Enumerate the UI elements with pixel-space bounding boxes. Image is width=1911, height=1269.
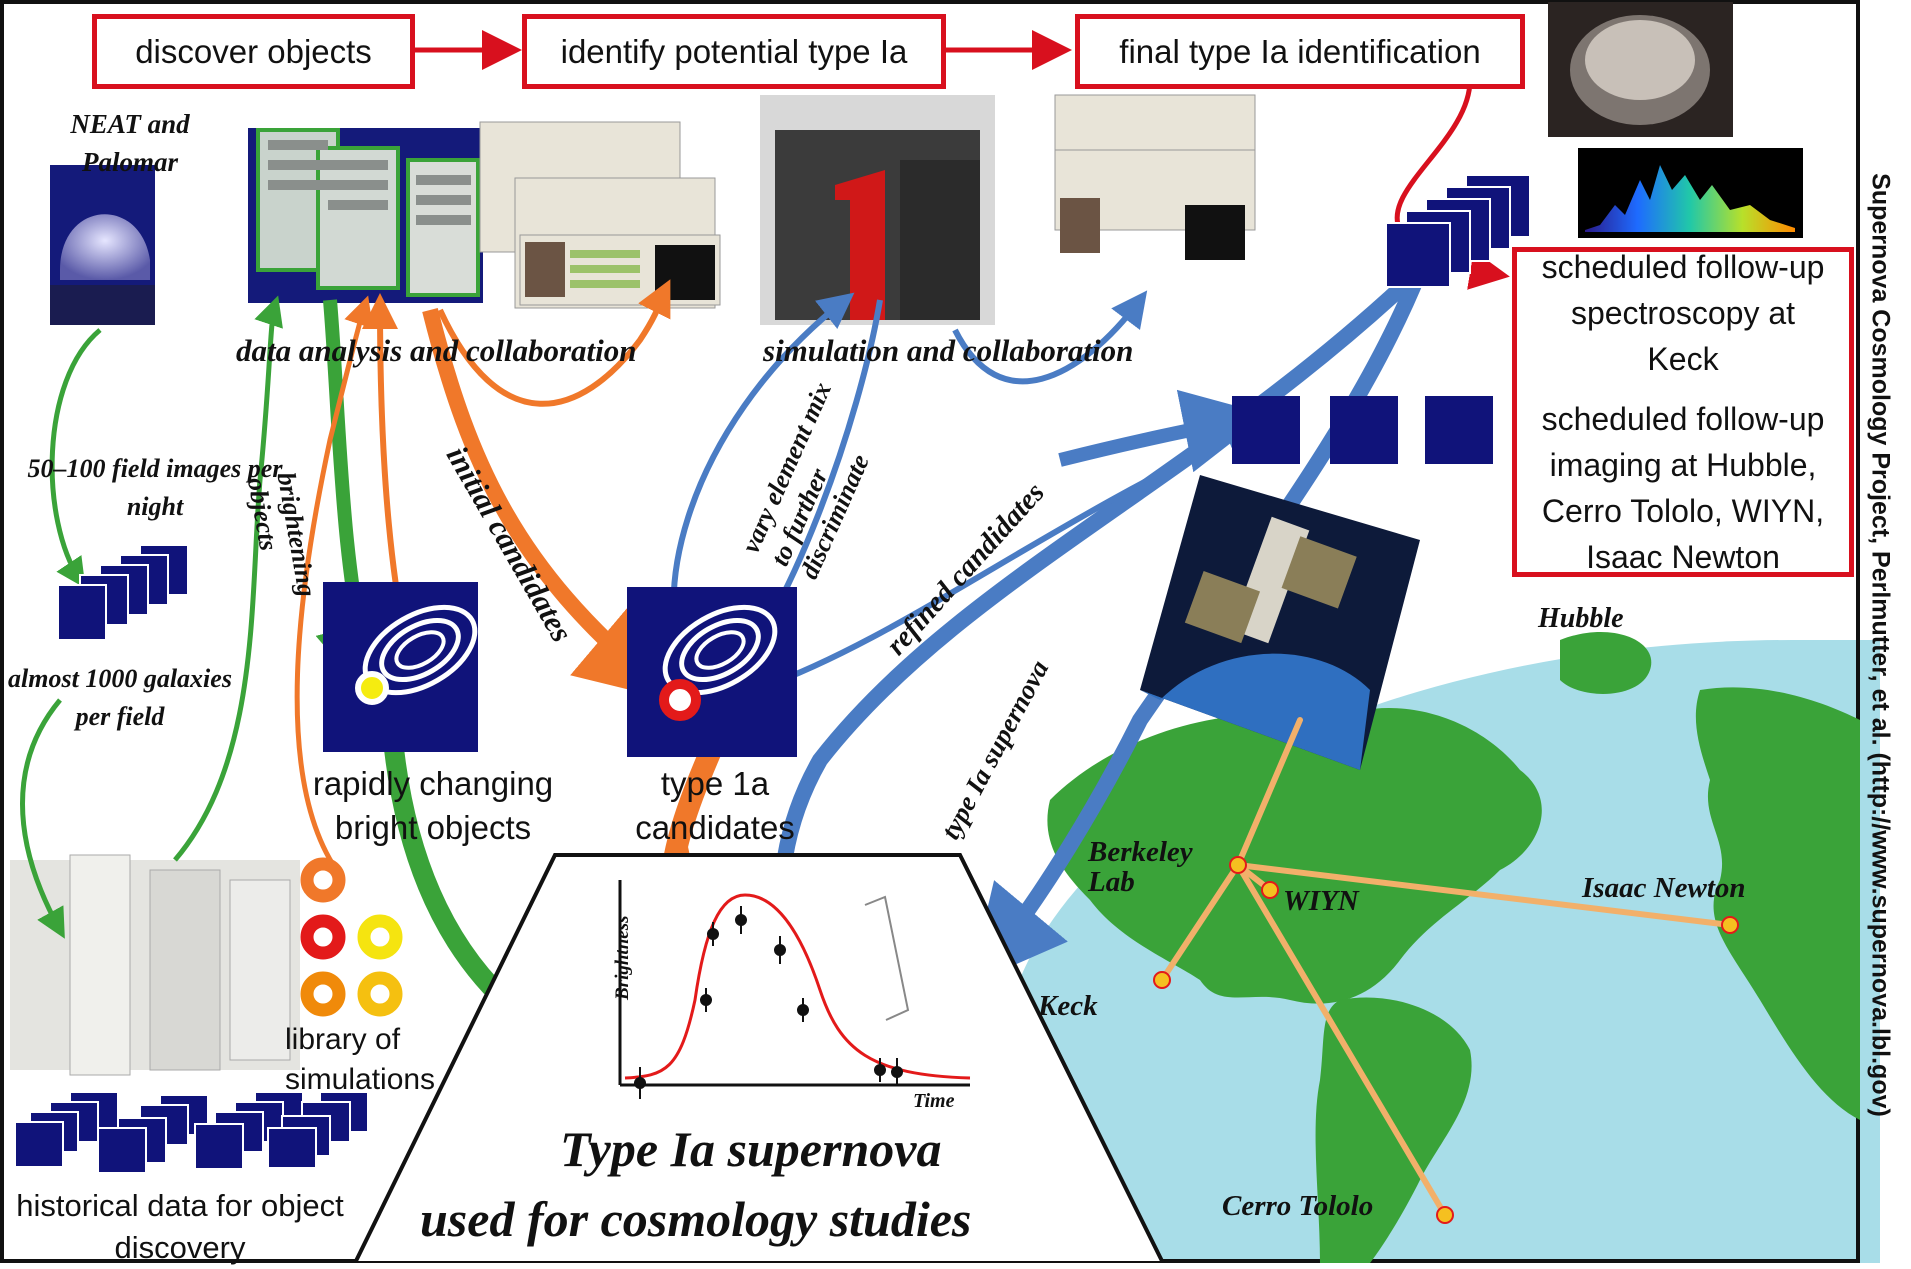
collaboration-screens-left <box>479 121 721 309</box>
library-label: library of simulations <box>285 1023 436 1096</box>
credit-text: Supernova Cosmology Project, Perlmutter,… <box>1866 173 1895 1117</box>
site-markers <box>1153 856 1739 1224</box>
historical-image-stacks <box>14 1091 369 1174</box>
wiyn-label: WIYN <box>1283 885 1359 917</box>
simulation-library-rings <box>300 857 403 1017</box>
site-links <box>1159 717 1733 1218</box>
identify-type-ia-box: identify potential type Ia <box>522 14 946 89</box>
spectroscopy-text: scheduled follow-up spectroscopy at Keck <box>1541 249 1825 377</box>
lightcurve-xlabel: Time <box>913 1090 955 1112</box>
lightcurve-point <box>874 1064 886 1076</box>
discover-objects-label: discover objects <box>135 32 372 70</box>
berkeley-label: Berkeley Lab <box>1088 836 1193 898</box>
hubble-label: Hubble <box>1538 603 1624 634</box>
lightcurve-points <box>634 906 903 1099</box>
galaxies-label: almost 1000 galaxies per field <box>8 664 232 731</box>
rapidly-changing-label: rapidly changing bright objects <box>312 765 554 846</box>
lightcurve-point <box>700 994 712 1006</box>
europe-africa-land <box>1695 687 1860 1120</box>
final-identification-label: final type Ia identification <box>1119 32 1481 70</box>
identify-type-ia-label: identify potential type Ia <box>560 32 908 70</box>
lightcurve-point <box>735 914 747 926</box>
lightcurve-point <box>774 944 786 956</box>
discover-objects-box: discover objects <box>92 14 415 89</box>
follow-up-imaging-tiles <box>1232 396 1493 464</box>
lightcurve-ylabel: Brightness <box>612 915 633 1000</box>
neat-palomar-label: NEAT and Palomar <box>70 109 190 177</box>
supernova-candidate-galaxy-tile <box>627 587 797 757</box>
greenland-land <box>1560 631 1652 694</box>
imaging-text: scheduled follow-up imaging at Hubble, C… <box>1541 401 1825 575</box>
isaac-newton-label: Isaac Newton <box>1582 872 1746 904</box>
follow-up-box: scheduled follow-up spectroscopy at Keck… <box>1512 247 1854 577</box>
cerro-tololo-label: Cerro Tololo <box>1222 1190 1374 1222</box>
final-identification-box: final type Ia identification <box>1075 14 1525 89</box>
historical-data-label: historical data for object discovery <box>16 1188 344 1265</box>
lightcurve-plot <box>618 880 971 1087</box>
field-images-label: 50–100 field images per night <box>27 454 283 521</box>
collaboration-screens-right <box>1054 94 1256 260</box>
lightcurve-title-line1: Type Ia supernova <box>560 1121 942 1177</box>
north-america-land <box>1047 708 1542 1004</box>
simulation-label: simulation and collaboration <box>763 333 1134 368</box>
field-image-stack-1 <box>57 544 189 641</box>
lightcurve-point <box>707 928 719 940</box>
lightcurve-title-line2: used for cosmology studies <box>420 1191 972 1247</box>
lightcurve-panel <box>352 853 1166 1263</box>
lightcurve-point <box>634 1077 646 1089</box>
data-analysis-label: data analysis and collaboration <box>236 333 637 368</box>
lightcurve-point <box>797 1004 809 1016</box>
bright-object-galaxy-tile <box>323 582 478 752</box>
follow-up-image-stack <box>1385 174 1531 288</box>
credit-sidebar: Supernova Cosmology Project, Perlmutter,… <box>1860 30 1900 1260</box>
lightcurve-point <box>891 1066 903 1078</box>
type1a-candidates-label: type 1a candidates <box>635 765 795 846</box>
keck-label: Keck <box>1038 990 1098 1022</box>
